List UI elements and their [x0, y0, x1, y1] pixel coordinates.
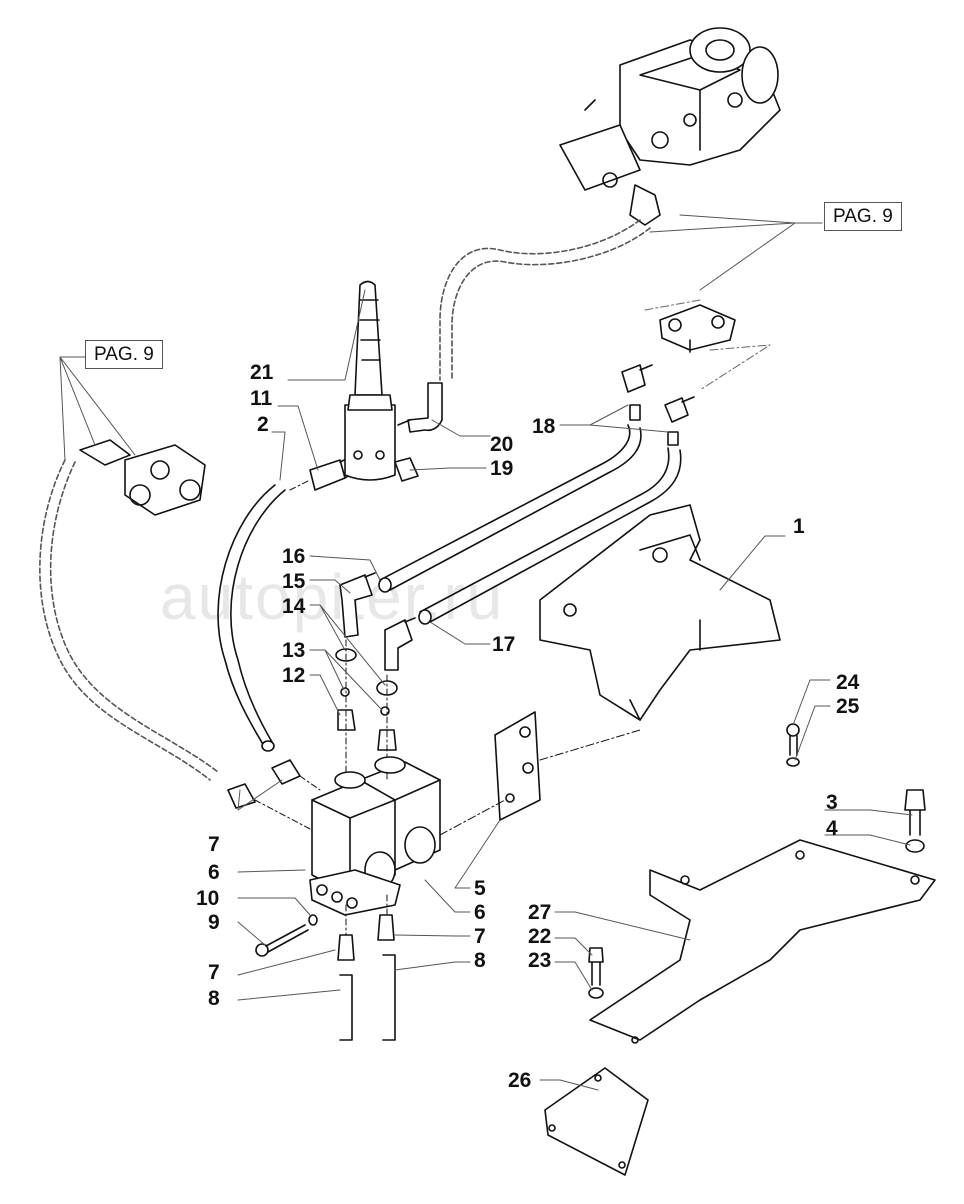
page-reference-left[interactable]: PAG. 9 — [85, 340, 163, 369]
pressure-valve-21 — [344, 280, 396, 481]
callout-3: 3 — [826, 791, 838, 814]
callout-7-lower-left: 7 — [208, 961, 220, 984]
callout-6-right: 6 — [474, 901, 486, 924]
callout-18: 18 — [532, 415, 556, 438]
callout-10: 10 — [196, 887, 220, 910]
fittings-7-left — [227, 759, 321, 831]
callout-5: 5 — [474, 877, 486, 900]
bracket-5 — [439, 711, 641, 836]
hose-left — [39, 459, 219, 781]
callout-8-right: 8 — [474, 949, 486, 972]
elbow-20 — [397, 382, 443, 433]
callout-25: 25 — [836, 695, 860, 718]
callout-21: 21 — [250, 361, 274, 384]
callout-7-upper-left: 7 — [208, 833, 220, 856]
lower-fittings-tubes — [337, 894, 396, 1041]
callout-1: 1 — [793, 515, 805, 538]
bolt-22 — [588, 947, 604, 999]
page-reference-right[interactable]: PAG. 9 — [824, 202, 902, 231]
fittings-stack — [335, 572, 416, 831]
brake-valve-assembly — [559, 27, 781, 226]
watermark: autopiter.ru — [160, 561, 505, 633]
plate-27 — [589, 839, 936, 1044]
plug-19 — [394, 457, 419, 482]
leader-lines — [59, 214, 913, 1091]
plate-26 — [544, 1067, 649, 1176]
callout-4: 4 — [826, 817, 838, 840]
callout-19: 19 — [490, 457, 514, 480]
tee-fitting-left — [79, 439, 206, 516]
callout-22: 22 — [528, 925, 552, 948]
tee-fitting-right — [659, 304, 736, 353]
callout-7-right: 7 — [474, 925, 486, 948]
callout-17: 17 — [492, 633, 516, 656]
callout-14: 14 — [282, 595, 306, 618]
callout-26: 26 — [508, 1069, 532, 1092]
bolt-9 — [255, 914, 318, 957]
solenoid-valve-block-6 — [309, 756, 441, 916]
hose-top — [439, 219, 651, 381]
bracket-1 — [539, 504, 781, 721]
callout-8-left: 8 — [208, 987, 220, 1010]
tubes-16-17 — [378, 424, 682, 625]
callout-20: 20 — [490, 433, 514, 456]
callout-16: 16 — [282, 545, 306, 568]
hose-2 — [217, 484, 286, 752]
callout-2: 2 — [257, 413, 269, 436]
callout-24: 24 — [836, 671, 860, 694]
elbow-fittings-18 — [621, 364, 695, 446]
callout-13: 13 — [282, 639, 306, 662]
callout-15: 15 — [282, 570, 306, 593]
callout-9: 9 — [208, 911, 220, 934]
callout-27: 27 — [528, 901, 552, 924]
bolt-24 — [786, 723, 800, 767]
bolt-3 — [904, 789, 926, 853]
callout-6-left: 6 — [208, 861, 220, 884]
callout-23: 23 — [528, 949, 552, 972]
callout-12: 12 — [282, 664, 306, 687]
callout-11: 11 — [250, 387, 273, 410]
